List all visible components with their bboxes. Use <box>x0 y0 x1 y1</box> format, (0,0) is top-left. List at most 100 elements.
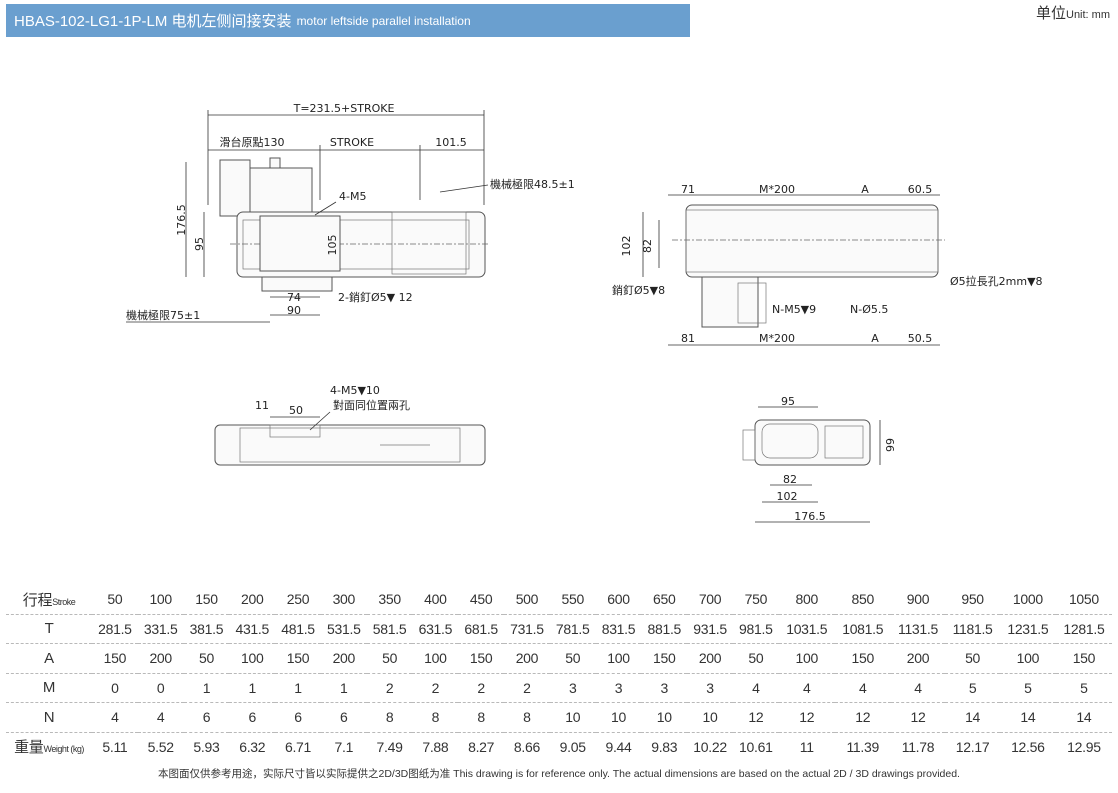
table-cell: 8 <box>458 702 505 733</box>
row-header: T <box>6 614 92 644</box>
table-cell: 10 <box>641 702 688 733</box>
technical-drawing: T=231.5+STROKE 滑台原點130 STROKE 101.5 機械極限… <box>126 102 1043 523</box>
table-cell: 731.5 <box>504 614 550 644</box>
table-cell: 650 <box>641 585 688 615</box>
table-cell: 150 <box>275 643 321 674</box>
table-cell: 631.5 <box>412 614 459 644</box>
table-cell: 200 <box>137 643 184 674</box>
table-cell: 4 <box>732 673 779 703</box>
table-cell: 2 <box>504 673 550 703</box>
table-cell: 2 <box>458 673 505 703</box>
table-cell: 12 <box>890 702 946 733</box>
dim-82: 82 <box>641 239 654 253</box>
table-cell: 4 <box>890 673 946 703</box>
table-cell: 4 <box>834 673 891 703</box>
table-cell: 12 <box>732 702 779 733</box>
title-bar: HBAS-102-LG1-1P-LM 电机左侧间接安装 motor leftsi… <box>6 4 690 37</box>
table-cell: 1181.5 <box>945 614 1000 644</box>
table-cell: 9.44 <box>605 738 632 755</box>
row-header-sub: Weight (kg) <box>43 744 85 755</box>
table-cell: 931.5 <box>687 614 733 644</box>
table-cell: 10 <box>595 702 642 733</box>
end-66: 66 <box>883 438 896 452</box>
table-cell: 100 <box>595 643 642 674</box>
dim-60-5: 60.5 <box>908 183 933 196</box>
table-cell: 8 <box>504 702 550 733</box>
table-cell: 3 <box>687 673 733 703</box>
table-cell: 5 <box>945 673 1000 703</box>
dim-90: 90 <box>287 304 301 317</box>
end-176-5: 176.5 <box>794 510 826 523</box>
row-header: 重量Weight (kg) <box>6 732 92 761</box>
table-cell: 981.5 <box>732 614 779 644</box>
row-header-sub: Stroke <box>52 596 76 607</box>
dim-81: 81 <box>681 332 695 345</box>
table-cell: 250 <box>275 585 321 615</box>
table-cell: 1231.5 <box>999 614 1056 644</box>
table-cell: 100 <box>778 643 835 674</box>
table-cell: 750 <box>732 585 779 615</box>
row-header: M <box>6 673 92 703</box>
table-cell: 6 <box>183 702 230 733</box>
table-cell: 50 <box>92 585 138 615</box>
front-view: T=231.5+STROKE 滑台原點130 STROKE 101.5 機械極限… <box>126 102 575 323</box>
row-header-main: N <box>43 708 55 726</box>
page-subtitle: motor leftside parallel installation <box>296 13 471 28</box>
table-cell: 11.78 <box>901 738 935 755</box>
dim-95: 95 <box>193 237 206 251</box>
table-cell: 150 <box>458 643 505 674</box>
dim-71: 71 <box>681 183 695 196</box>
table-cell: 550 <box>549 585 596 615</box>
table-cell: 200 <box>504 643 550 674</box>
table-cell: 2 <box>412 673 459 703</box>
side-holes-note: 對面同位置兩孔 <box>333 398 410 412</box>
table-cell: 3 <box>549 673 596 703</box>
table-cell: 50 <box>549 643 596 674</box>
table-cell: 1 <box>183 673 230 703</box>
table-cell: 10.61 <box>739 738 773 755</box>
dim-74: 74 <box>287 291 301 304</box>
table-cell: 450 <box>458 585 505 615</box>
table-cell: 150 <box>641 643 688 674</box>
top-view: 71 M*200 A 60.5 102 82 銷釘Ø5▼8 Ø5拉長孔2mm▼8… <box>612 183 1043 346</box>
pin-hole: 銷釘Ø5▼8 <box>612 283 665 297</box>
table-cell: 10 <box>687 702 733 733</box>
table-cell: 831.5 <box>595 614 642 644</box>
table-cell: 1 <box>320 673 367 703</box>
dim-m200-bot: M*200 <box>759 332 795 345</box>
table-cell: 600 <box>595 585 642 615</box>
table-cell: 700 <box>687 585 733 615</box>
table-cell: 150 <box>183 585 230 615</box>
table-cell: 12.56 <box>1011 738 1045 755</box>
table-cell: 381.5 <box>183 614 230 644</box>
table-cell: 281.5 <box>92 614 138 644</box>
table-cell: 0 <box>92 673 138 703</box>
limit-right: 機械極限48.5±1 <box>490 177 575 191</box>
slot-hole: Ø5拉長孔2mm▼8 <box>950 274 1043 288</box>
side-holes: 4-M5▼10 <box>330 384 380 397</box>
table-cell: 4 <box>137 702 184 733</box>
table-cell: 10 <box>549 702 596 733</box>
table-cell: 1281.5 <box>1055 614 1112 644</box>
table-cell: 11 <box>799 738 814 755</box>
limit-left: 機械極限75±1 <box>126 308 200 322</box>
table-cell: 150 <box>834 643 891 674</box>
table-cell: 100 <box>412 643 459 674</box>
row-header: A <box>6 643 92 674</box>
table-cell: 150 <box>1055 643 1112 674</box>
table-cell: 11.39 <box>846 738 879 755</box>
table-cell: 400 <box>412 585 459 615</box>
table-cell: 331.5 <box>137 614 184 644</box>
table-cell: 531.5 <box>320 614 367 644</box>
dim-102: 102 <box>620 236 633 257</box>
table-cell: 5 <box>999 673 1056 703</box>
table-cell: 3 <box>641 673 688 703</box>
table-cell: 5.11 <box>102 738 128 755</box>
table-cell: 12.95 <box>1067 738 1101 755</box>
table-cell: 1 <box>229 673 276 703</box>
table-cell: 14 <box>945 702 1000 733</box>
